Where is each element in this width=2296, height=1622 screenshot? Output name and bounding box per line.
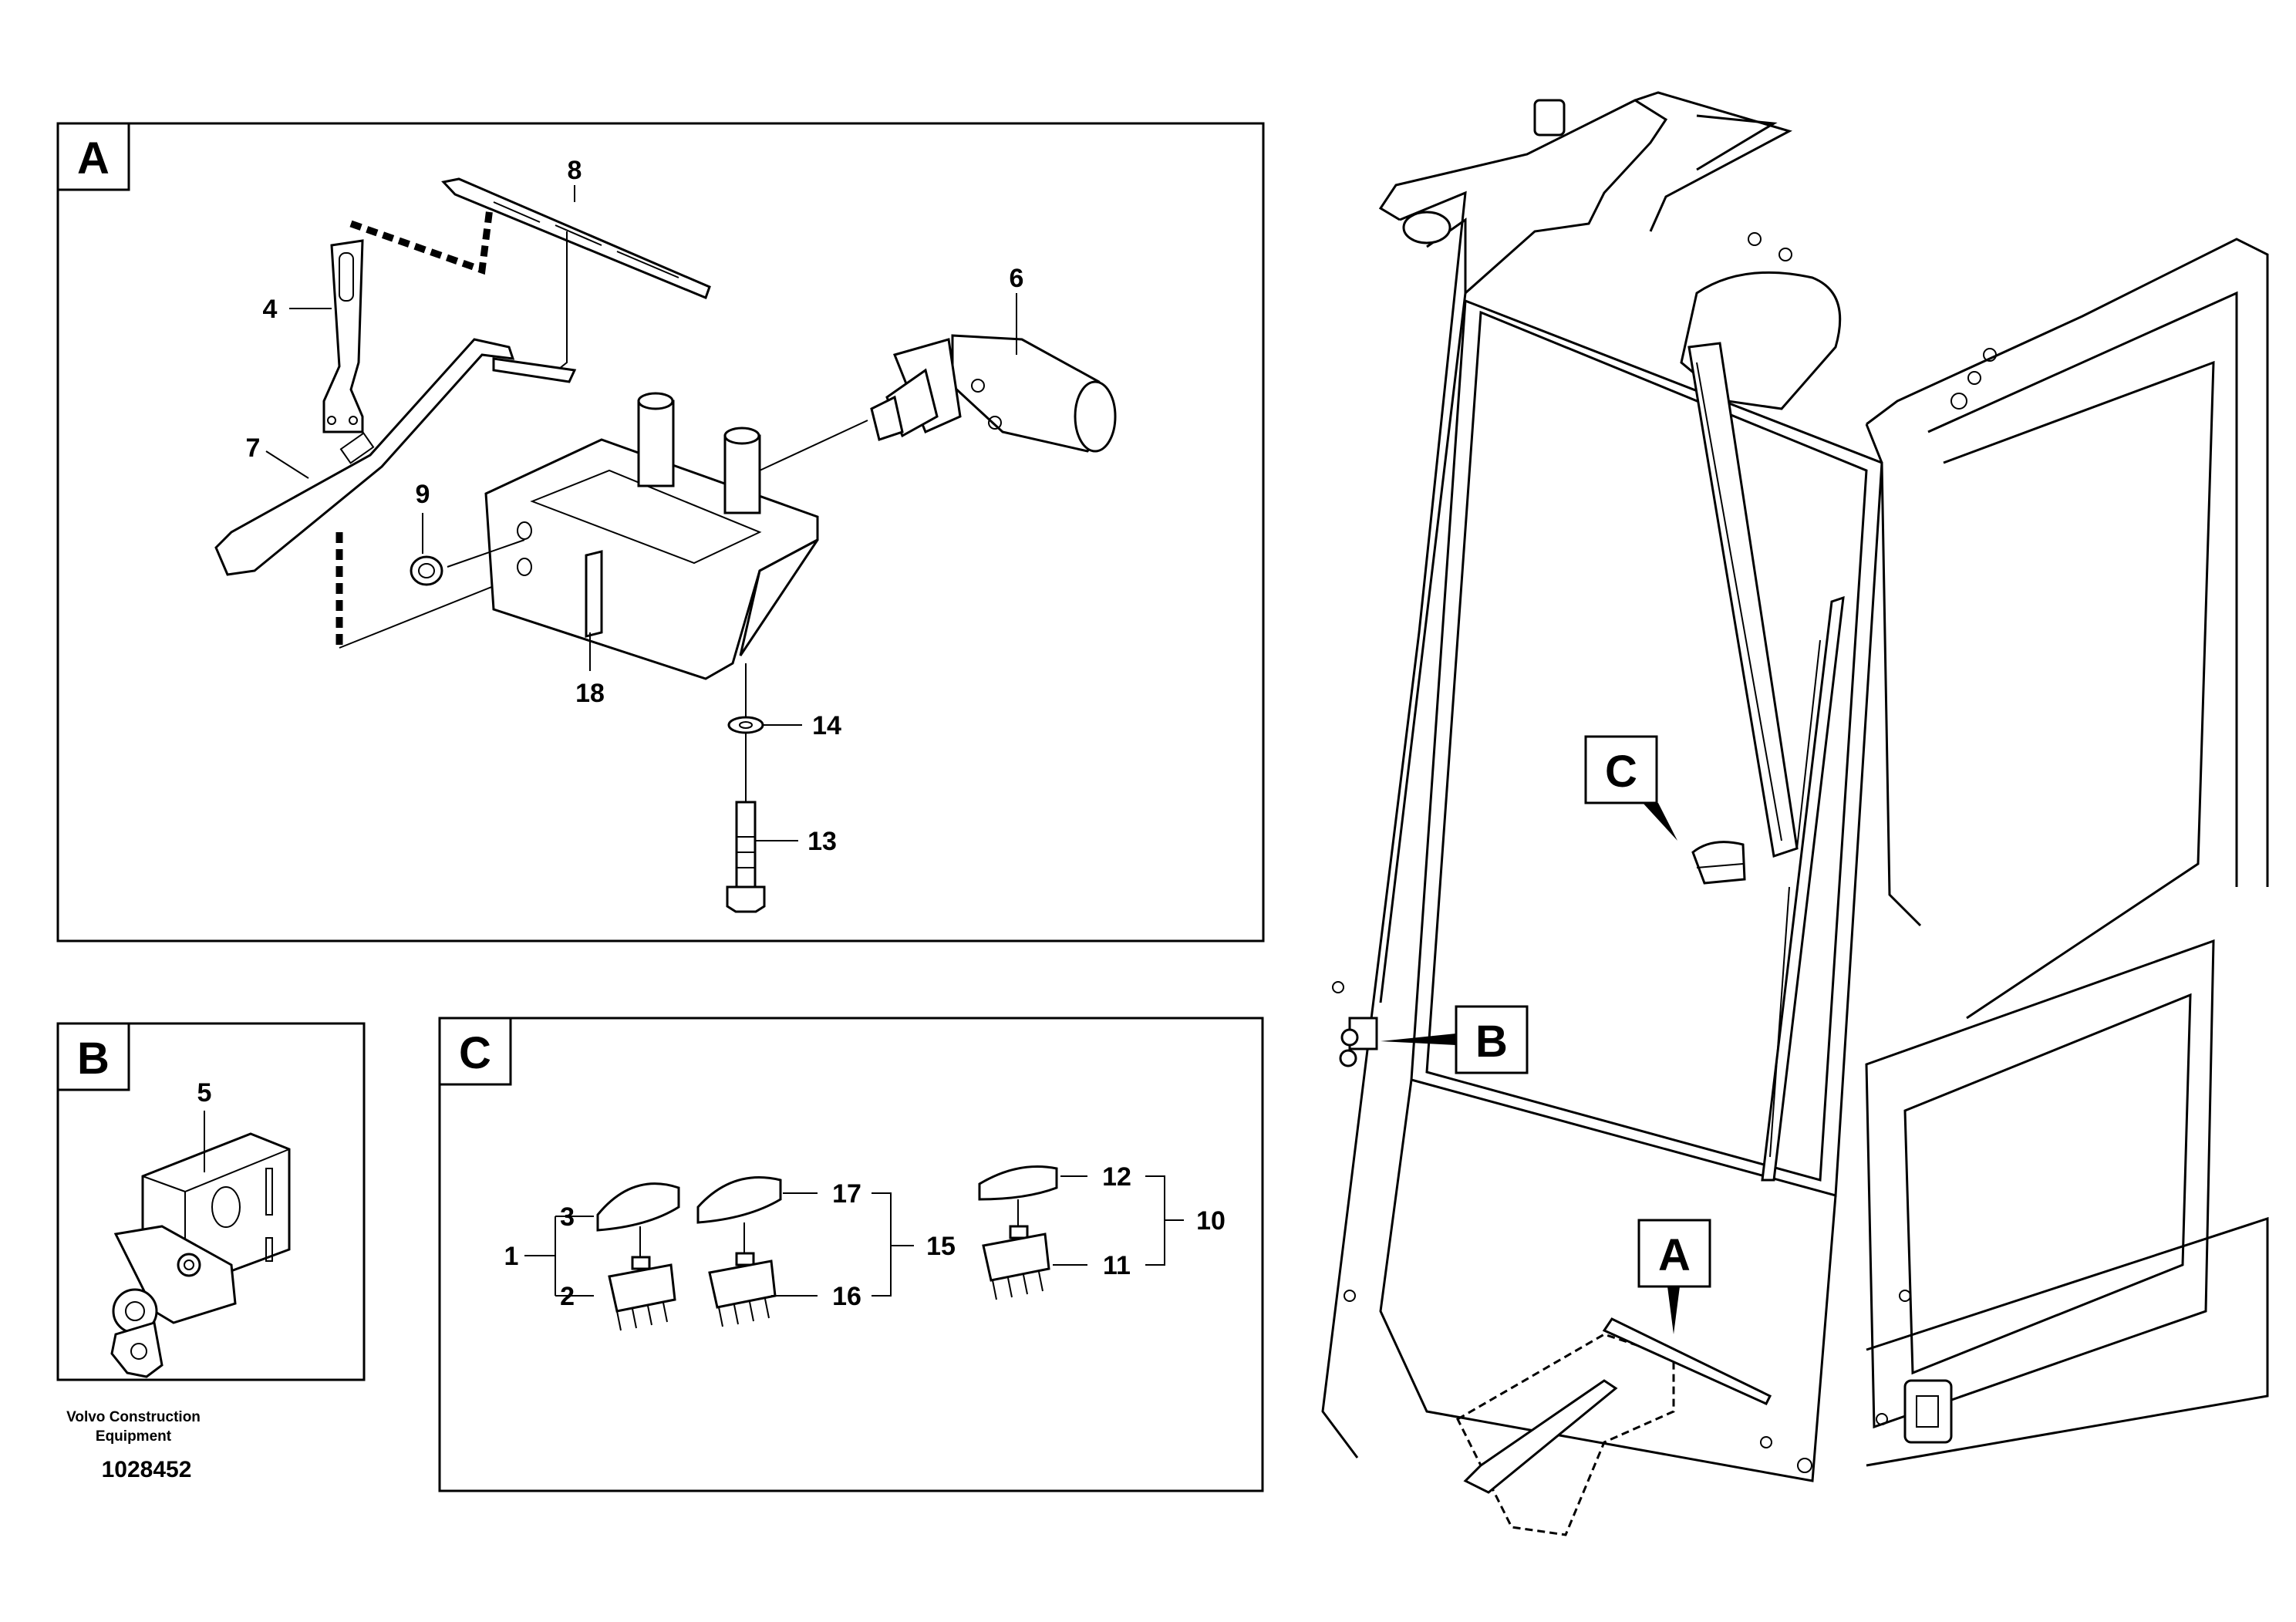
- marker-c: C: [1584, 735, 1677, 841]
- panel-a-letter: A: [77, 133, 110, 184]
- dashed-link-upper: [349, 207, 494, 275]
- overview-switch-c: [1691, 841, 1746, 885]
- callout-2: 2: [560, 1282, 575, 1311]
- callout-1: 1: [504, 1242, 519, 1271]
- cab-overview: [1321, 91, 2269, 1536]
- callout-18: 18: [575, 679, 605, 708]
- brand-line-1: Volvo Construction: [66, 1409, 201, 1425]
- callout-17: 17: [832, 1179, 861, 1209]
- panel-c: C 1 3 2 17: [438, 1017, 1264, 1492]
- marker-c-letter: C: [1605, 747, 1637, 797]
- callout-11: 11: [1103, 1251, 1131, 1280]
- callout-14: 14: [812, 711, 841, 740]
- overview-switch-b: [1339, 1017, 1378, 1067]
- panel-b-frame: [56, 1022, 366, 1381]
- marker-b: B: [1381, 1005, 1529, 1074]
- marker-b-letter: B: [1475, 1017, 1508, 1067]
- panel-c-tag: [438, 1017, 512, 1086]
- callout-6: 6: [1010, 264, 1024, 293]
- brand-line-2: Equipment: [96, 1428, 172, 1445]
- panel-b: B 5: [56, 1022, 366, 1381]
- switch-set-2: [696, 1176, 782, 1327]
- callout-3: 3: [560, 1202, 575, 1232]
- callout-4: 4: [263, 295, 278, 324]
- motor-housing-part: [484, 392, 819, 680]
- callout-15: 15: [926, 1232, 956, 1261]
- callout-7: 7: [246, 433, 261, 463]
- marker-a: A: [1637, 1219, 1711, 1334]
- callout-12: 12: [1102, 1162, 1131, 1192]
- switch-set-1: [596, 1182, 680, 1331]
- marker-a-letter: A: [1658, 1230, 1691, 1280]
- panel-a-frame: [56, 122, 1265, 943]
- panel-a: A: [56, 122, 1265, 943]
- panel-b-tag: [56, 1022, 130, 1091]
- bracket-part: [322, 239, 364, 433]
- callout-10: 10: [1196, 1206, 1226, 1236]
- washer-part: [727, 716, 764, 734]
- grommet-part: [410, 555, 443, 586]
- callout-13: 13: [807, 827, 837, 856]
- callout-5: 5: [197, 1078, 212, 1108]
- switch-set-3: [978, 1165, 1058, 1300]
- wiper-motor-part: [870, 334, 1117, 453]
- wiper-arm-part: [214, 338, 515, 576]
- wiper-blade-part: [441, 177, 711, 383]
- panel-a-tag: [56, 122, 130, 191]
- panel-b-letter: B: [77, 1034, 110, 1084]
- callout-9: 9: [416, 480, 430, 509]
- callout-16: 16: [832, 1282, 861, 1311]
- panel-c-letter: C: [459, 1028, 491, 1078]
- panel-c-frame: [438, 1017, 1264, 1492]
- door-switch-part: [110, 1132, 291, 1378]
- callout-8: 8: [568, 156, 582, 185]
- document-number: 1028452: [102, 1457, 192, 1482]
- footer: Volvo Construction Equipment 1028452: [66, 1409, 201, 1482]
- bolt-part: [726, 801, 766, 913]
